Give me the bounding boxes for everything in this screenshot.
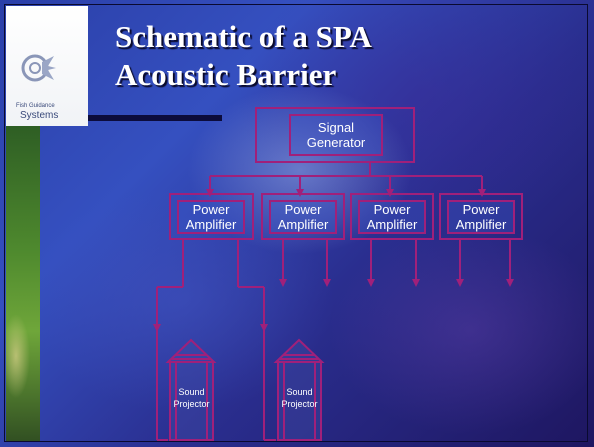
power-amplifier-1-outer	[169, 193, 254, 240]
projector2-label-2: Projector	[281, 399, 318, 409]
power-amplifier-2-outer	[261, 193, 345, 240]
projector1-label-1: Sound	[178, 387, 205, 397]
logo-small-text: Fish Guidance	[16, 103, 55, 109]
fish-guidance-logo-icon	[21, 54, 56, 82]
sound-projector-1-shape	[165, 338, 217, 441]
title-line-1: Schematic of a SPA	[115, 19, 372, 54]
signal-generator: Signal Generator	[289, 114, 383, 156]
sound-projector-1: Sound Projector	[170, 386, 213, 410]
logo-text: Fish Guidance Systems	[16, 102, 59, 121]
amp4-label-2: Amplifier	[455, 217, 507, 232]
projector2-label-1: Sound	[286, 387, 313, 397]
amp3-label-2: Amplifier	[366, 217, 418, 232]
projector1-label-2: Projector	[173, 399, 210, 409]
amp1-label-1: Power	[192, 202, 230, 217]
amp2-label-2: Amplifier	[277, 217, 329, 232]
amp2-label-1: Power	[284, 202, 322, 217]
logo-panel: Fish Guidance Systems	[6, 6, 88, 126]
power-amplifier-1: Power Amplifier	[177, 200, 245, 234]
sound-projector-2: Sound Projector	[278, 386, 321, 410]
slide-title: Schematic of a SPA Acoustic Barrier	[115, 18, 372, 94]
signal-generator-label-1: Signal	[317, 120, 355, 135]
power-amplifier-2: Power Amplifier	[269, 200, 337, 234]
power-amplifier-3: Power Amplifier	[358, 200, 426, 234]
title-underline	[88, 115, 222, 121]
power-amplifier-4-outer	[439, 193, 523, 240]
signal-generator-outer	[255, 107, 415, 163]
amp4-label-1: Power	[462, 202, 500, 217]
signal-generator-label-2: Generator	[306, 135, 366, 150]
sound-projector-2-shape	[273, 338, 325, 441]
amp3-label-1: Power	[373, 202, 411, 217]
power-amplifier-3-outer	[350, 193, 434, 240]
amp1-label-2: Amplifier	[185, 217, 237, 232]
logo-big-text: Systems	[20, 110, 59, 121]
power-amplifier-4: Power Amplifier	[447, 200, 515, 234]
title-line-2: Acoustic Barrier	[115, 57, 337, 92]
decorative-strip	[6, 126, 40, 446]
